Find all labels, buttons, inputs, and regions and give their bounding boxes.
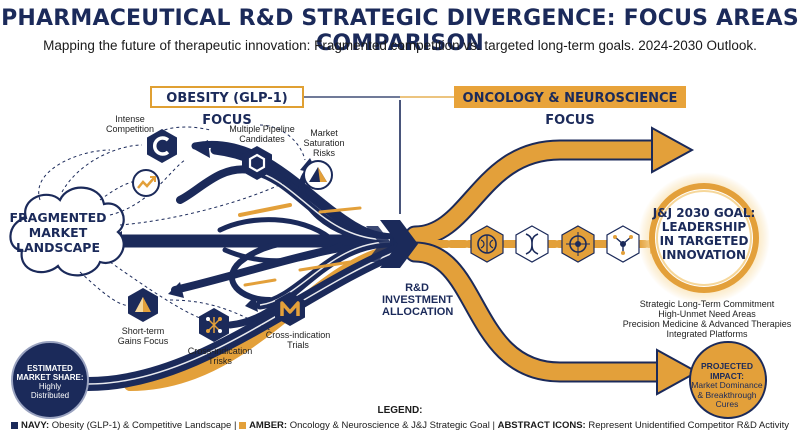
navy-flow-7 — [298, 172, 388, 243]
navy-arrowhead-top — [192, 140, 210, 158]
triangle-icon — [128, 288, 158, 322]
navy-flow-10 — [222, 242, 343, 264]
c-shape-icon — [147, 129, 177, 163]
goal-list-item: Integrated Platforms — [666, 329, 748, 339]
navy-arrowhead-left — [168, 282, 184, 298]
fragmented-cloud — [9, 186, 125, 277]
dna-icon — [515, 225, 549, 263]
page-subtitle: Mapping the future of therapeutic innova… — [43, 38, 757, 53]
left-icons — [128, 129, 333, 342]
legend-title: LEGEND: — [377, 405, 423, 416]
goal-list-item: Strategic Long-Term Commitment — [639, 299, 775, 309]
hexagon-cube-icon — [242, 146, 272, 180]
goal-list-item: Precision Medicine & Advanced Therapies — [622, 319, 792, 329]
amber-arrowhead-bottom — [656, 348, 700, 396]
goal-list-item: High-Unmet Need Areas — [658, 309, 756, 319]
goal-list: Strategic Long-Term Commitment High-Unme… — [612, 299, 800, 339]
target-icon — [561, 225, 595, 263]
goal-circle — [649, 183, 759, 293]
brain-icon — [470, 225, 504, 263]
impact-circle — [689, 341, 767, 419]
amber-accent-3 — [298, 260, 352, 272]
pyramid-chart-icon — [303, 160, 333, 190]
amber-accent-2 — [318, 206, 362, 214]
amber-arrowhead-top — [651, 126, 695, 174]
amber-accent-1 — [238, 203, 292, 217]
amber-swatch-icon — [239, 421, 247, 429]
legend: NAVY: Obesity (GLP-1) & Competitive Land… — [0, 420, 800, 431]
allocation-chevron — [380, 220, 418, 268]
header-oncology: ONCOLOGY & NEUROSCIENCE FOCUS — [454, 86, 686, 128]
page-title: PHARMACEUTICAL R&D STRATEGIC DIVERGENCE:… — [1, 6, 799, 56]
amber-accent-4 — [243, 278, 277, 287]
header-obesity: OBESITY (GLP-1) FOCUS — [150, 86, 304, 128]
molecule-network-icon — [199, 308, 229, 342]
m-letter-icon — [275, 292, 305, 326]
navy-arrowhead-bottom — [245, 296, 258, 312]
market-share-circle — [11, 341, 89, 419]
navy-swatch-icon — [10, 421, 18, 429]
right-icons — [470, 225, 640, 263]
network-node-icon — [606, 225, 640, 263]
navy-flow-9 — [217, 217, 333, 241]
trend-arrow-icon — [132, 169, 160, 197]
